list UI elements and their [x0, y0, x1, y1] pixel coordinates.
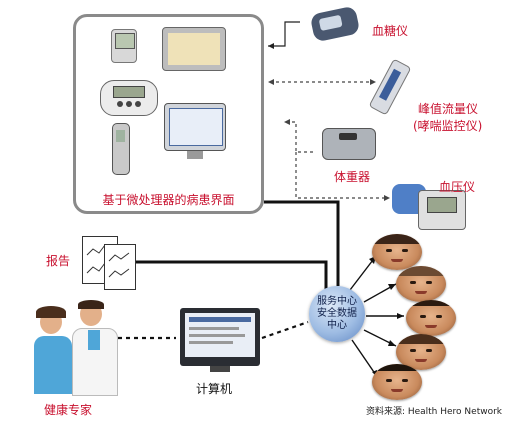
- desktop-computer-icon: [164, 103, 226, 159]
- patient-face-5: [372, 364, 422, 400]
- hub-line-2: 安全数据: [317, 308, 357, 319]
- peak-flow-link-arrow-right: [370, 79, 376, 85]
- patient-face-1: [372, 234, 422, 270]
- service-center-hub: 服务中心 安全数据 中心: [309, 286, 365, 342]
- hub-face-arrow-2: [388, 284, 396, 290]
- glucometer-label: 血糖仪: [372, 24, 409, 38]
- computer-monitor-icon: [180, 308, 260, 372]
- patient-face-3: [406, 300, 456, 336]
- report-document-icon-2: [104, 244, 136, 290]
- patient-interface-caption: 基于微处理器的病患界面: [102, 193, 235, 207]
- glucometer-link: [268, 21, 300, 47]
- computer-label: 计算机: [196, 382, 233, 396]
- weight-scale-label: 体重器: [334, 170, 371, 184]
- hub-line-1: 服务中心: [317, 296, 357, 307]
- peak-flow-link-arrow-left: [268, 79, 274, 85]
- mobile-phone-icon: [112, 123, 130, 175]
- handheld-monitor-icon: [100, 80, 158, 116]
- glucometer-link-arrow: [268, 43, 274, 49]
- hub-line-3: 中心: [327, 320, 347, 331]
- computer-hub-link: [261, 320, 309, 340]
- report-label: 报告: [46, 254, 71, 268]
- health-experts-label: 健康专家: [44, 403, 93, 417]
- pda-device-icon: [111, 29, 137, 63]
- report-chart-icon-2: [108, 252, 130, 278]
- panel-hub-link: [264, 200, 340, 286]
- scale-link-arrow: [284, 119, 290, 125]
- blood-pressure-label: 血压仪: [439, 180, 476, 194]
- peak-flow-label: 峰值流量仪: [418, 102, 479, 116]
- report-hub-link: [136, 260, 328, 290]
- tablet-screen-icon: [162, 27, 226, 71]
- hub-face-arrow-3: [397, 313, 404, 319]
- health-experts-icon: [34, 298, 120, 396]
- weight-scale-icon: [322, 128, 376, 160]
- patient-face-2: [396, 266, 446, 302]
- bp-link-arrow: [384, 195, 390, 201]
- blood-pressure-monitor-icon: [392, 178, 468, 232]
- source-note: 资料来源: Health Hero Network: [365, 407, 502, 417]
- patient-interface-panel: 基于微处理器的病患界面: [73, 14, 264, 214]
- peak-flow-sublabel: (哮喘监控仪): [413, 119, 483, 133]
- scale-link: [286, 121, 316, 153]
- hub-face-arrow-4: [388, 340, 396, 346]
